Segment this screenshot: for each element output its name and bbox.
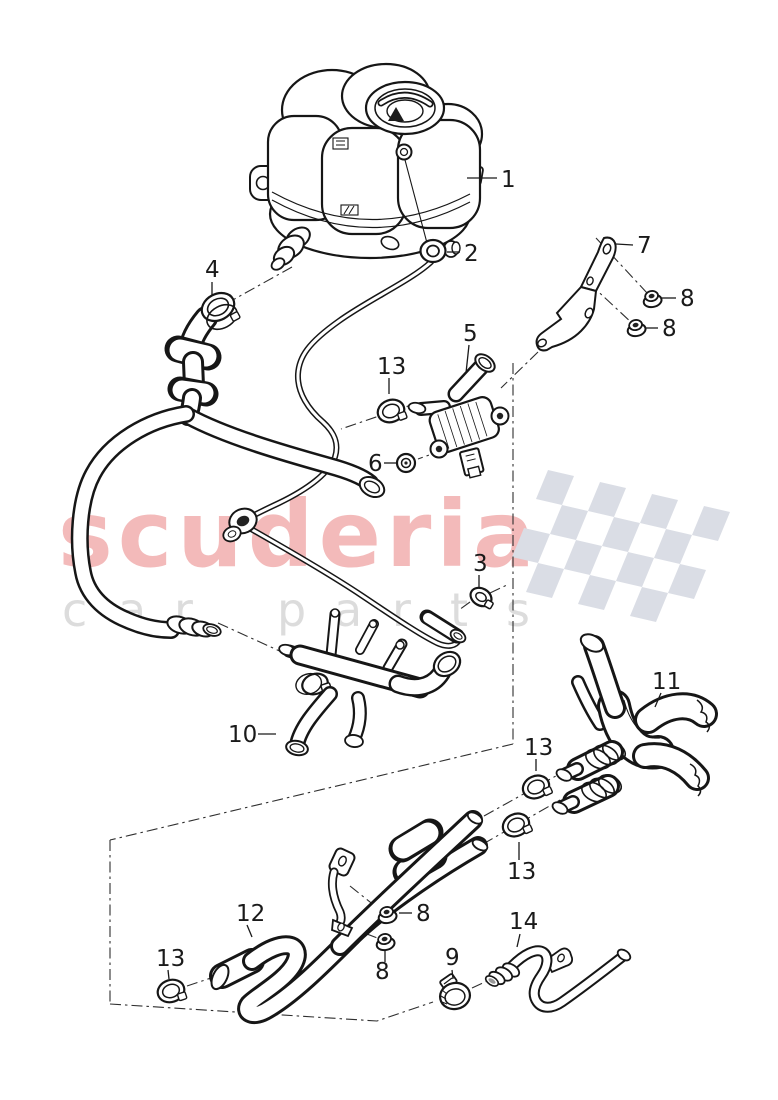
part-5-valve [407, 353, 510, 479]
hose4-end-connector [166, 615, 222, 638]
callout-label: 8 [662, 316, 677, 342]
part-8-nut-d [375, 933, 396, 952]
callout-leader [465, 344, 470, 374]
callout-8-a: 8 [662, 286, 695, 312]
callout-label: 12 [236, 901, 265, 927]
part-13-clamp-a [376, 398, 408, 424]
callout-1: 1 [467, 167, 516, 193]
part-1-expansion-tank [249, 62, 484, 271]
leader-bracket-nut8a [595, 237, 649, 295]
leader-bracket-valve [500, 351, 539, 389]
cap-warning-icon [388, 107, 404, 121]
callout-6: 6 [368, 451, 396, 477]
part-10-connector-assembly [278, 608, 462, 757]
callout-leader [516, 933, 521, 948]
part-8-nut-b [626, 319, 647, 338]
part-12-y-hose [209, 810, 489, 1024]
part-9-clamp [438, 973, 472, 1011]
callout-label: 13 [377, 354, 406, 380]
part-11-twin-hoses [551, 633, 718, 815]
group-boundary-bottom [109, 1001, 434, 1022]
callout-11: 11 [652, 669, 681, 708]
watermark-brand-text: scuderia [58, 481, 540, 588]
part-2-vent-pipe [222, 259, 467, 649]
callout-label: 1 [501, 167, 516, 193]
leader-tank-hose4 [230, 266, 293, 302]
callout-8-b: 8 [645, 316, 677, 342]
part-2-grommet [419, 238, 461, 264]
leader-clip3-pipe-a [458, 601, 471, 611]
tank-outlet [270, 226, 311, 271]
callout-label: 8 [375, 959, 390, 985]
part-8-nut-a [642, 290, 663, 309]
callout-label: 7 [637, 233, 652, 259]
pipe-fitting [222, 507, 258, 543]
tank-filler-cap [364, 80, 446, 136]
watermark: scuderia car parts [58, 470, 730, 637]
callouts: 1 2 4 7 8 8 5 13 [156, 167, 695, 985]
callout-leader [167, 969, 170, 980]
part-3-clip [469, 586, 494, 610]
part-13-clamp-d [156, 978, 188, 1004]
group-boundary-diagonal [109, 743, 514, 841]
callout-label: 13 [156, 946, 185, 972]
valve-connector [459, 447, 485, 479]
callout-13-c: 13 [507, 842, 536, 885]
callout-label: 9 [445, 945, 460, 971]
callout-leader [654, 692, 662, 708]
callout-4: 4 [205, 257, 220, 296]
callout-10: 10 [228, 722, 276, 748]
callout-5: 5 [463, 321, 478, 374]
callout-8-c: 8 [399, 901, 431, 927]
valve-body [428, 396, 500, 454]
part12-bracket [327, 847, 356, 938]
part-14-pipe [484, 945, 632, 1013]
callout-label: 13 [524, 735, 553, 761]
part-7-bracket [535, 236, 617, 352]
callout-label: 13 [507, 859, 536, 885]
callout-label: 5 [463, 321, 478, 347]
part11-port-lower [551, 774, 623, 815]
part11-port-upper [555, 740, 627, 782]
leader-valve-clamp13 [340, 402, 418, 430]
callout-leader [615, 243, 634, 246]
part-6-nut [395, 452, 417, 474]
callout-13-b: 13 [524, 735, 553, 771]
leader-hose4-part10 [217, 622, 285, 654]
part-4-hose [70, 291, 386, 639]
part14-fitting [484, 962, 521, 987]
pipe-end-sleeve [419, 609, 467, 644]
callout-8-d: 8 [375, 951, 390, 985]
callout-label: 10 [228, 722, 257, 748]
part-13-clamp-b [521, 774, 553, 800]
callout-label: 11 [652, 669, 681, 695]
callout-label: 8 [416, 901, 431, 927]
tank-level-mark [340, 204, 359, 216]
callout-label: 14 [509, 909, 538, 935]
callout-label: 3 [473, 551, 488, 577]
callout-leader [451, 969, 454, 980]
callout-9: 9 [445, 945, 460, 980]
part-8-nut-c [377, 906, 398, 925]
callout-leader [246, 924, 253, 938]
watermark-tagline-right: parts [277, 583, 530, 637]
checkered-flag [512, 470, 730, 622]
callout-label: 8 [680, 286, 695, 312]
callout-label: 2 [464, 241, 479, 267]
callout-7: 7 [615, 233, 652, 259]
callout-12: 12 [236, 901, 265, 938]
callout-3: 3 [473, 551, 488, 588]
leader-clip3-pipe-b [489, 583, 510, 594]
callout-label: 6 [368, 451, 383, 477]
callout-13-a: 13 [377, 354, 406, 394]
callout-14: 14 [509, 909, 538, 948]
part-13-clamp-c [501, 812, 533, 838]
hose4-top-connector [200, 291, 241, 331]
callout-13-d: 13 [156, 946, 185, 980]
callout-2: 2 [447, 241, 479, 267]
callout-label: 4 [205, 257, 220, 283]
